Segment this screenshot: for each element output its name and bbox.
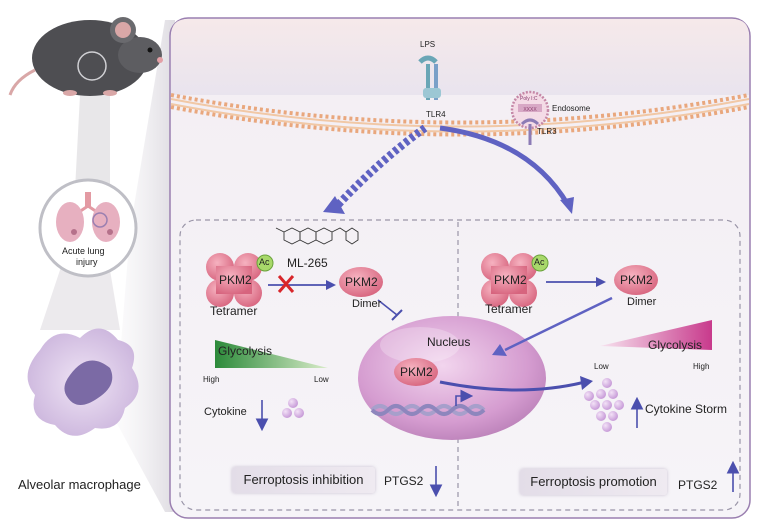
cytokine-label: Cytokine	[204, 406, 247, 418]
cytokine-storm-cluster	[584, 378, 624, 432]
dimer-to-nucleus-arrow	[504, 296, 613, 352]
polyic-label: Poly I:C	[520, 96, 538, 102]
endosome-label: Endosome	[552, 104, 591, 113]
alveolar-macrophage-caption: Alveolar macrophage	[18, 477, 141, 492]
arrowhead-left	[326, 280, 336, 290]
acute-lung-injury-label-line2: injury	[76, 257, 98, 267]
high-right-label: High	[693, 362, 710, 371]
dimer-right-label: Dimer	[627, 296, 657, 308]
zoom-cone	[115, 20, 175, 512]
pkm2-dimer-left-shape	[339, 267, 383, 297]
high-left-label: High	[203, 375, 220, 384]
lung-illustration	[38, 178, 138, 278]
nucleus-highlight	[380, 327, 460, 363]
nucleus-to-cytokine-arrow	[439, 380, 586, 392]
dna-strand-b	[370, 404, 486, 416]
nucleus-entry-arrowhead	[492, 344, 507, 356]
pkm2-dimer-right-label: PKM2	[620, 273, 653, 287]
dimer-blocked-bar	[391, 309, 403, 321]
pkm2-dimer-right-shape	[614, 265, 658, 295]
ac-left-label: Ac	[259, 257, 270, 267]
pkm2-tetramer-left-label: PKM2	[219, 273, 252, 287]
pathway-frame	[179, 219, 741, 511]
acetyl-badge-right	[531, 254, 549, 272]
ac-right-label: Ac	[534, 257, 545, 267]
tlr3-label: TLR3	[537, 127, 557, 136]
zoom-cone-mouse	[75, 95, 110, 190]
cytokine-arrowhead	[580, 376, 593, 390]
acute-lung-injury-label-line1: Acute lung	[62, 246, 105, 256]
blocked-x-icon	[277, 275, 295, 293]
tlr4-to-inhibition-arrow	[332, 124, 428, 211]
transcription-arrow	[455, 389, 474, 406]
pkm2-nucleus-shape	[394, 358, 438, 386]
svg-text:XXXX: XXXX	[523, 107, 537, 113]
ptgs2-left-label: PTGS2	[384, 474, 424, 488]
nucleus-label: Nucleus	[427, 335, 471, 349]
macrophage-illustration	[27, 328, 139, 436]
ptgs2-right-label: PTGS2	[678, 478, 718, 492]
tlr4-receptor-icon	[418, 55, 441, 100]
cytokine-storm-label: Cytokine Storm	[645, 402, 728, 416]
low-right-label: Low	[594, 362, 609, 371]
pkm2-tetramer-right-label: PKM2	[494, 273, 527, 287]
tlr3-arrowhead	[560, 197, 574, 214]
endosome-icon: XXXX	[510, 90, 550, 145]
extracellular-band	[171, 19, 749, 95]
glycolysis-increase-wedge	[600, 320, 712, 350]
tetramer-right-label: Tetramer	[485, 302, 533, 316]
lps-label: LPS	[420, 40, 436, 49]
ml265-label: ML-265	[287, 256, 328, 270]
dimer-blocked-line	[377, 299, 398, 316]
ferroptosis-inhibition-box: Ferroptosis inhibition	[232, 467, 375, 493]
tetramer-left-label: Tetramer	[210, 304, 258, 318]
arrowhead-right	[596, 277, 606, 287]
ferroptosis-promotion-box: Ferroptosis promotion	[520, 469, 667, 495]
ml265-structure-icon	[275, 227, 359, 245]
glycolysis-left-label: Glycolysis	[218, 344, 273, 358]
glycolysis-right-label: Glycolysis	[648, 338, 703, 352]
tlr4-label: TLR4	[426, 110, 446, 119]
glycolysis-decrease-wedge	[215, 340, 328, 368]
mouse-illustration	[8, 17, 163, 96]
tlr3-to-promotion-arrow	[439, 125, 571, 207]
acetyl-badge-left	[256, 254, 274, 272]
dimer-left-label: Dimer	[352, 298, 382, 310]
tlr4-arrowhead	[323, 196, 345, 214]
low-left-label: Low	[314, 375, 329, 384]
pkm2-nucleus-label: PKM2	[400, 365, 433, 379]
cytokine-cluster-left	[282, 398, 304, 418]
pkm2-tetramer-left-shape	[206, 253, 262, 307]
pkm2-tetramer-right-shape	[481, 253, 537, 307]
pkm2-dimer-left-label: PKM2	[345, 275, 378, 289]
